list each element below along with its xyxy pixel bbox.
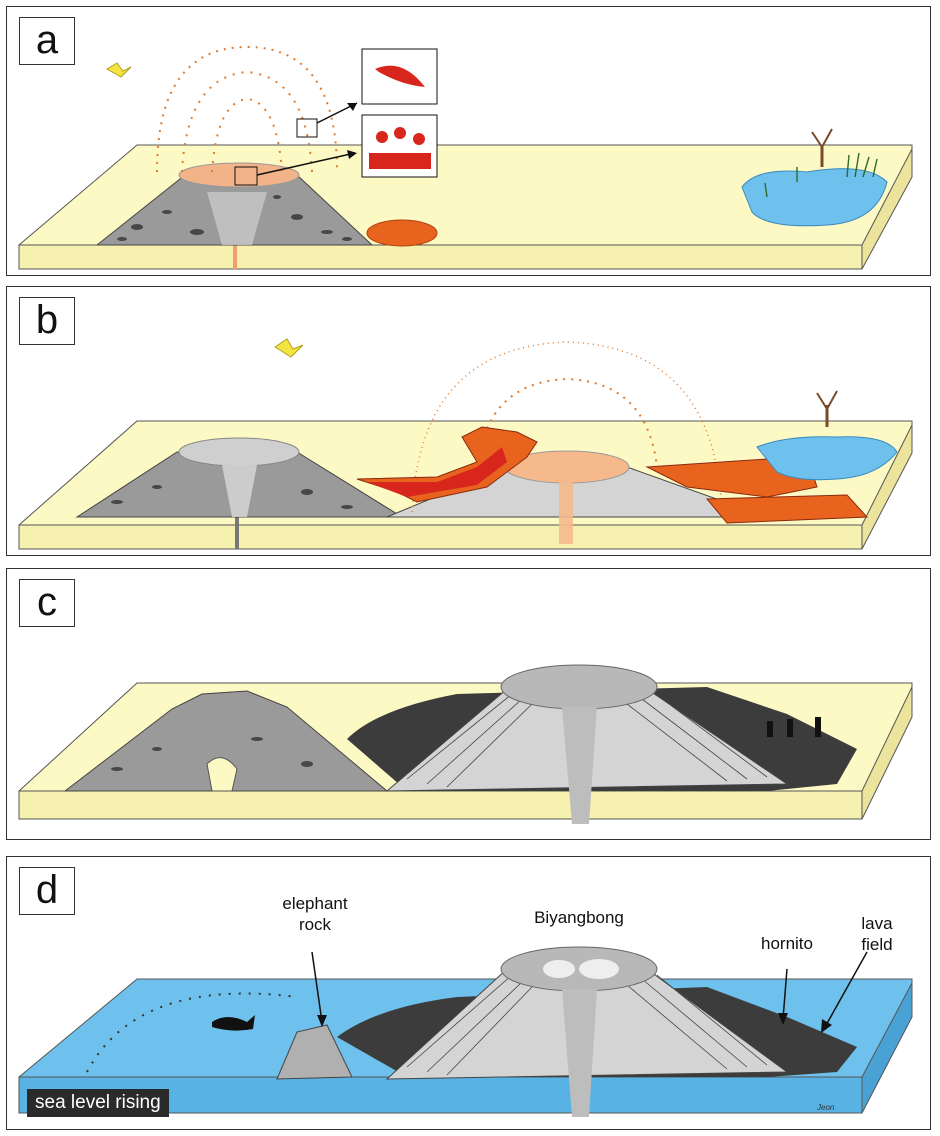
panel-d-label: d — [19, 867, 75, 915]
bird-icon — [274, 338, 304, 358]
whale-icon — [212, 1015, 255, 1031]
sea-level-rising-label: sea level rising — [27, 1089, 169, 1117]
pond — [741, 168, 888, 227]
lava-field-label: lava field — [861, 914, 893, 954]
hornito-label: hornito — [761, 934, 813, 953]
panel-a: a — [6, 6, 931, 276]
biyangbong-label: Biyangbong — [534, 908, 624, 927]
elephant-rock — [276, 1024, 353, 1080]
panel-b: b — [6, 286, 931, 556]
inset-source-1 — [296, 118, 318, 138]
elephant-rock-label: elephant rock — [282, 894, 348, 934]
panel-d: d elephant rock Biyangbong hornito lava … — [6, 856, 931, 1130]
inset-source-2 — [234, 166, 258, 186]
tree-icon — [811, 128, 833, 167]
panel-c-illustration — [18, 664, 913, 824]
tree-icon — [816, 390, 838, 427]
bird-icon — [106, 62, 132, 78]
panel-a-label: a — [19, 17, 75, 65]
ground-front-face — [18, 244, 863, 270]
crater — [500, 664, 658, 710]
spatter-fountain — [411, 341, 723, 518]
pond — [756, 436, 898, 481]
panel-b-label: b — [19, 297, 75, 345]
panel-c: c — [6, 568, 931, 840]
panel-a-illustration — [18, 45, 913, 270]
hornito-icon — [767, 721, 773, 737]
crater — [178, 162, 300, 188]
lava-blob — [366, 219, 438, 247]
signature: Jeon — [817, 1103, 835, 1112]
panel-b-illustration — [18, 338, 913, 550]
panel-d-illustration — [18, 946, 913, 1117]
spatter-fountain — [156, 45, 338, 173]
panel-c-label: c — [19, 579, 75, 627]
